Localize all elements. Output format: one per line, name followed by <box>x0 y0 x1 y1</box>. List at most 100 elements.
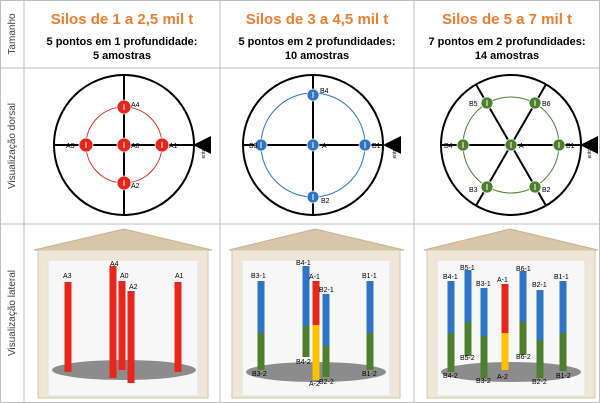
probe-bottom-label: B6-2 <box>516 354 531 361</box>
probe-bottom-segment <box>366 333 374 370</box>
probe-top-label: B1-1 <box>362 273 377 280</box>
dorsal-point-1-a0: A0 <box>116 137 140 153</box>
dorsal-point-2-b4: B4 <box>306 88 329 102</box>
col2-subtitle-2: 10 amostras <box>285 50 349 62</box>
probe-bottom-segment <box>480 336 488 378</box>
sample-point-label: B1 <box>566 143 575 150</box>
probe-1-a1: A1 <box>174 273 184 372</box>
probe-top-segment <box>519 271 527 322</box>
probe-top-segment <box>257 281 265 333</box>
probe-top-segment <box>559 281 567 333</box>
probe-top-label: B5-1 <box>460 265 475 272</box>
probe-3-b4-1: B4-1B4-2 <box>443 274 458 380</box>
probe-2-a-1: A-1A-2 <box>309 274 320 388</box>
sample-point-label: B5 <box>469 101 478 108</box>
dorsal-point-1-a3: A3 <box>66 137 94 153</box>
probe-1-a2: A2 <box>127 284 138 383</box>
probe-bar <box>174 282 182 372</box>
probe-top-label: B1-1 <box>554 274 569 281</box>
probe-bottom-segment <box>464 322 472 356</box>
probe-bottom-label: B4-2 <box>443 373 458 380</box>
probe-2-b2-1: B2-1B2-2 <box>319 287 334 386</box>
entry-label-1: entrada <box>201 141 207 158</box>
probe-top-label: B3-1 <box>251 273 266 280</box>
probe-top-segment <box>366 281 374 333</box>
entry-label-2: entrada <box>392 141 398 158</box>
probe-top-label: B3-1 <box>476 281 491 288</box>
probe-bottom-label: B1-2 <box>556 373 571 380</box>
sample-point-label: B3 <box>469 187 478 194</box>
dorsal-point-2-b1: B1 <box>358 138 381 152</box>
col1-subtitle-2: 5 amostras <box>93 50 151 62</box>
probe-2-b1-1: B1-1B1-2 <box>362 273 377 378</box>
entry-label-3: entrada <box>587 141 593 158</box>
sample-point-label: B2 <box>542 187 551 194</box>
probe-bottom-label: B5-2 <box>460 355 475 362</box>
col1-subtitle-1: 5 pontos em 1 profundidade: <box>47 36 198 48</box>
sample-point-label: A <box>519 143 524 150</box>
probe-2-b3-1: B3-1B3-2 <box>251 273 267 378</box>
probe-bar <box>109 266 117 378</box>
probe-bar <box>118 281 126 370</box>
probe-bottom-segment <box>312 325 320 380</box>
probe-bottom-label: B1-2 <box>362 371 377 378</box>
probe-top-label: B2-1 <box>319 287 334 294</box>
dorsal-point-1-a4: A4 <box>116 99 140 115</box>
probe-3-b3-1: B3-1B3-2 <box>476 281 491 385</box>
probe-bottom-segment <box>447 333 455 372</box>
probe-bottom-segment <box>536 340 544 378</box>
dorsal-point-3-b5: B5 <box>469 96 494 110</box>
dorsal-point-3-b4: B4 <box>444 138 470 152</box>
probe-top-label: A-1 <box>309 274 320 281</box>
probe-label: A0 <box>120 273 129 280</box>
dorsal-point-3-a: A <box>504 138 524 152</box>
dorsal-point-1-a2: A2 <box>116 175 140 191</box>
sample-point-label: A <box>322 143 327 150</box>
col3-title: Silos de 5 a 7 mil t <box>442 11 572 28</box>
probe-top-label: B6-1 <box>516 266 531 273</box>
probe-bottom-segment <box>519 322 527 355</box>
col1-title: Silos de 1 a 2,5 mil t <box>51 11 194 28</box>
probe-bottom-label: A-2 <box>497 374 508 381</box>
sample-point-label: A4 <box>131 102 140 109</box>
probe-top-segment <box>302 266 310 326</box>
probe-top-label: A-1 <box>497 277 508 284</box>
dorsal-point-3-b1: B1 <box>552 138 575 152</box>
probe-1-a0: A0 <box>118 273 129 370</box>
col3-subtitle-1: 7 pontos em 2 profundidades: <box>428 36 585 48</box>
probe-3-b1-1: B1-1B1-2 <box>554 274 571 380</box>
sample-point-label: A3 <box>66 143 75 150</box>
sample-point-label: B3 <box>249 143 258 150</box>
probe-bottom-label: A-2 <box>309 381 320 388</box>
col2-subtitle-1: 5 pontos em 2 profundidades: <box>238 36 395 48</box>
probe-label: A3 <box>63 273 72 280</box>
dorsal-point-3-b3: B3 <box>469 180 494 194</box>
probe-3-a-1: A-1A-2 <box>497 277 509 381</box>
probe-bottom-label: B2-2 <box>319 379 334 386</box>
dorsal-point-3-b6: B6 <box>528 96 551 110</box>
probe-label: A4 <box>110 261 119 268</box>
probe-top-segment <box>536 290 544 340</box>
dorsal-point-1-a1: A1 <box>154 137 178 153</box>
sample-point-label: B2 <box>321 198 330 205</box>
probe-top-label: B4-1 <box>443 274 458 281</box>
probe-3-b5-1: B5-1B5-2 <box>460 265 475 362</box>
probe-3-b2-1: B2-1B2-2 <box>532 282 547 386</box>
probe-1-a4: A4 <box>109 261 119 378</box>
sample-point-label: B1 <box>372 143 381 150</box>
dorsal-point-2-b2: B2 <box>306 190 330 205</box>
probe-top-label: B4-1 <box>296 260 311 267</box>
dorsal-point-2-b3: B3 <box>249 138 268 152</box>
sample-point-label: A2 <box>131 183 140 190</box>
probe-top-segment <box>501 284 509 333</box>
sample-point-label: A1 <box>169 143 178 150</box>
probe-label: A2 <box>129 284 138 291</box>
row-label-size: Tamanho <box>7 13 18 55</box>
sample-point-label: B4 <box>320 88 329 95</box>
probe-top-segment <box>312 281 320 325</box>
probe-top-segment <box>480 288 488 336</box>
